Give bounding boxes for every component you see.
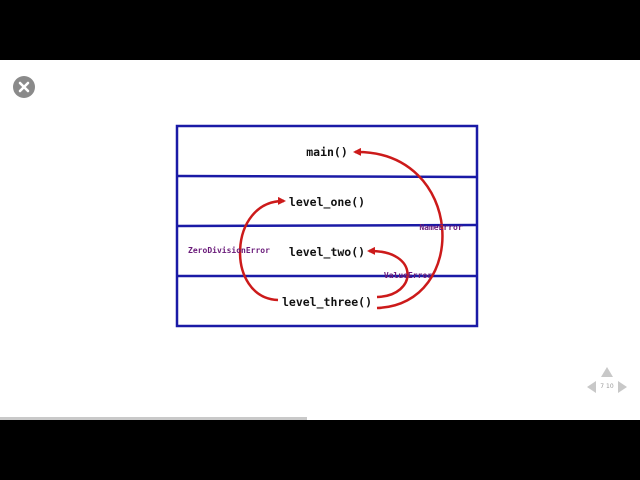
progress-bar — [0, 417, 307, 420]
up-arrow-icon[interactable] — [601, 367, 613, 377]
current-slide-number: 7 — [600, 383, 605, 390]
error-label-name-error: NameError — [419, 223, 463, 232]
left-arrow-icon[interactable] — [587, 381, 596, 393]
stack-row-divider — [176, 174, 478, 179]
close-button[interactable] — [13, 76, 35, 98]
slide-navigation: 7 10 — [584, 364, 630, 396]
right-arrow-icon[interactable] — [618, 381, 627, 393]
progress-track — [0, 417, 640, 420]
call-stack-diagram: main() level_one() level_two() level_thr… — [175, 124, 479, 328]
slide: main() level_one() level_two() level_thr… — [0, 60, 640, 420]
error-label-zero-division-error: ZeroDivisionError — [188, 245, 270, 255]
function-label-main: main() — [306, 145, 348, 159]
name-error-arrow — [353, 147, 444, 310]
function-label-level-three: level_three() — [282, 295, 372, 310]
total-slide-count: 10 — [606, 383, 614, 390]
zero-division-error-arrow — [238, 196, 286, 302]
close-icon — [18, 81, 30, 93]
error-label-value-error: ValueError — [384, 271, 432, 280]
slide-counter: 7 10 — [596, 383, 618, 390]
function-label-level-one: level_one() — [289, 195, 365, 210]
stack-row-divider — [176, 223, 478, 228]
function-label-level-two: level_two() — [289, 245, 365, 260]
value-error-arrow — [367, 246, 409, 299]
